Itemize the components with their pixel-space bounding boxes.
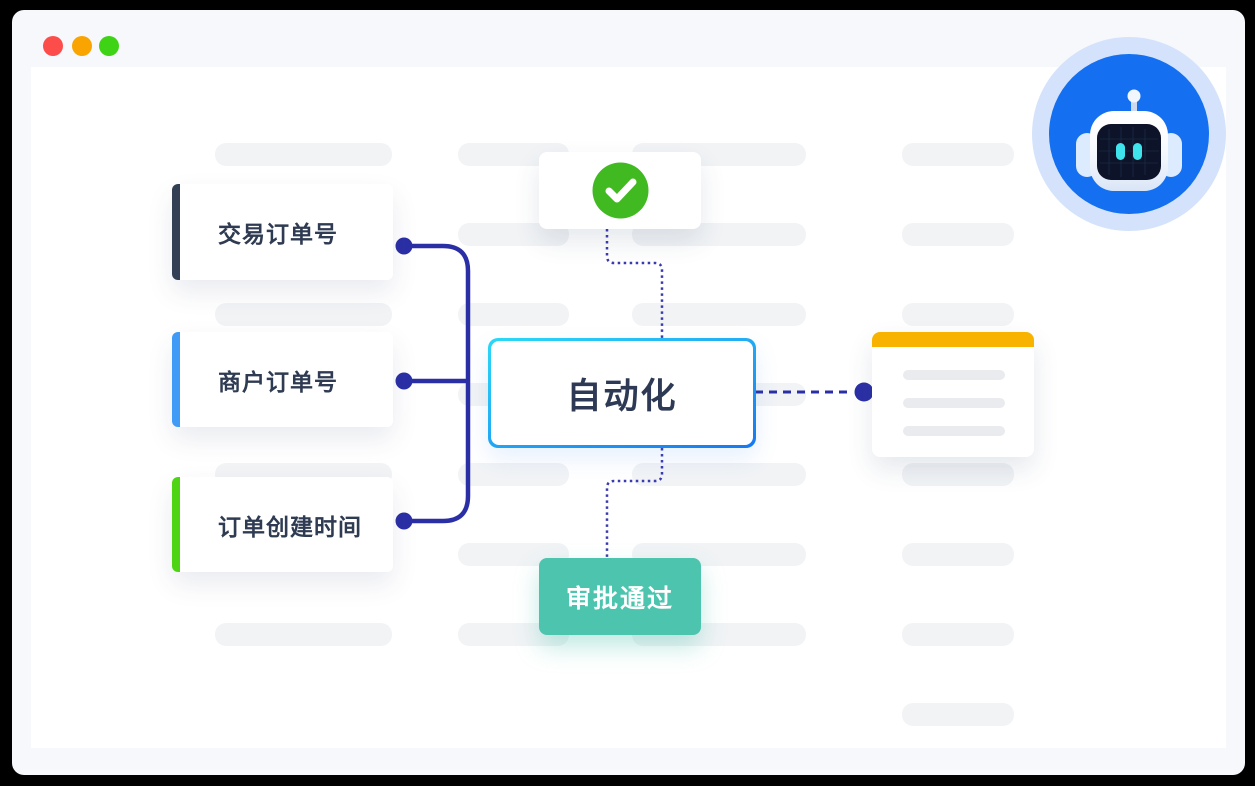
input-card-merchant-order[interactable]: 商户订单号 (172, 332, 393, 427)
input-card-transaction-order[interactable]: 交易订单号 (172, 184, 393, 280)
skeleton-bar (902, 703, 1014, 726)
document-text-line (903, 426, 1005, 436)
window-titlebar (12, 10, 1245, 67)
skeleton-bar (902, 543, 1014, 566)
skeleton-bar (458, 303, 569, 326)
connector-dot (854, 382, 874, 402)
skeleton-bar (215, 303, 392, 326)
card-accent-bar (172, 332, 180, 427)
connector-dot (395, 372, 413, 390)
skeleton-bar (902, 623, 1014, 646)
connector-dot (395, 512, 413, 530)
zoom-window-button[interactable] (99, 36, 119, 56)
skeleton-bar (215, 143, 392, 166)
minimize-window-button[interactable] (72, 36, 92, 56)
skeleton-bar (458, 463, 569, 486)
skeleton-bar (215, 623, 392, 646)
input-card-label: 商户订单号 (218, 368, 338, 395)
document-text-line (903, 398, 1005, 408)
document-text-line (903, 370, 1005, 380)
canvas-area: 交易订单号 商户订单号 订单创建时间 自动化 审批通过 (31, 37, 1226, 748)
input-card-order-created-time[interactable]: 订单创建时间 (172, 477, 393, 572)
app-window: 交易订单号 商户订单号 订单创建时间 自动化 审批通过 (12, 10, 1245, 775)
process-node-label: 自动化 (491, 341, 753, 445)
skeleton-bar (902, 303, 1014, 326)
document-card[interactable] (872, 332, 1034, 457)
skeleton-bar (458, 223, 569, 246)
skeleton-bar (902, 143, 1014, 166)
close-window-button[interactable] (43, 36, 63, 56)
document-header-bar (872, 332, 1034, 347)
check-circle-icon (592, 162, 648, 219)
input-card-label: 交易订单号 (218, 221, 338, 247)
input-card-label: 订单创建时间 (218, 513, 362, 540)
card-accent-bar (172, 477, 180, 572)
process-node-automation[interactable]: 自动化 (488, 338, 756, 448)
connector-dot (395, 237, 413, 255)
approve-button[interactable]: 审批通过 (539, 558, 701, 635)
card-accent-bar (172, 184, 180, 280)
skeleton-bar (902, 223, 1014, 246)
robot-icon (1049, 54, 1209, 214)
skeleton-bar (632, 463, 806, 486)
robot-avatar (1032, 37, 1226, 231)
status-card[interactable] (539, 152, 701, 229)
skeleton-bar (902, 463, 1014, 486)
skeleton-bar (632, 303, 806, 326)
